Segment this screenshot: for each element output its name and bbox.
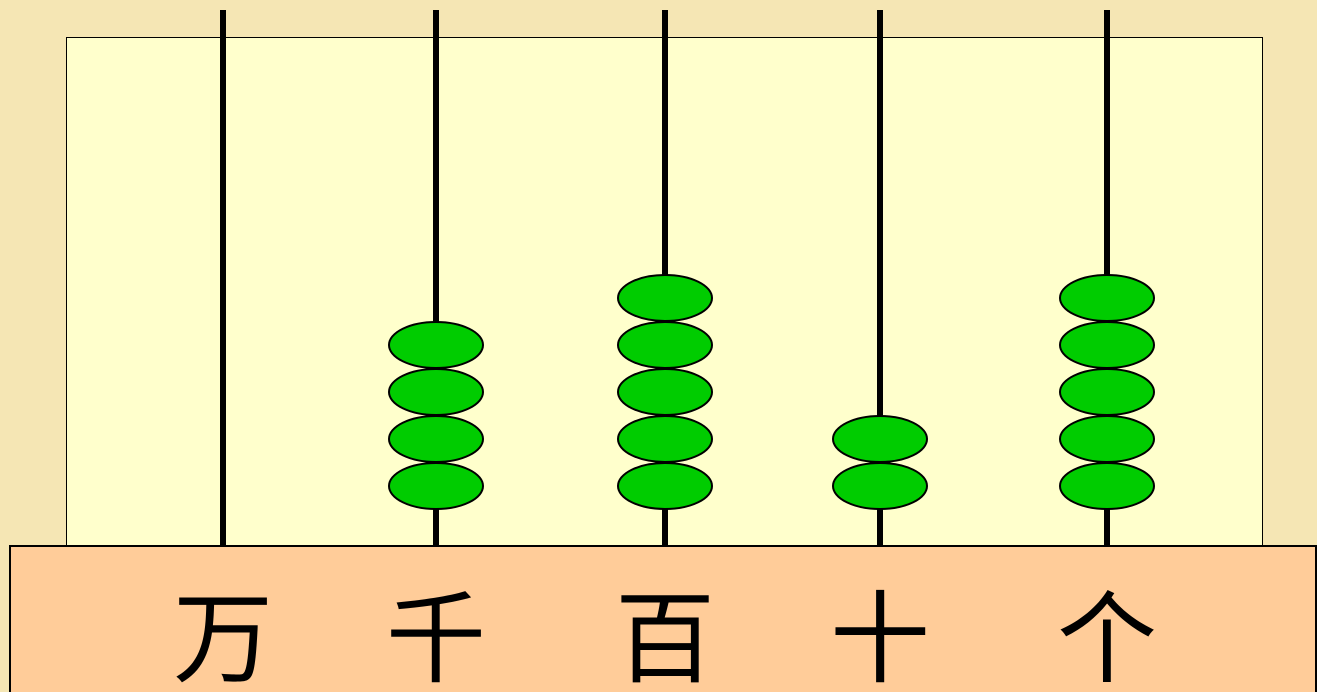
bead-shi [832,415,928,463]
bead-bai [617,415,713,463]
place-label-shi: 十 [830,581,930,692]
place-label-qian: 千 [386,581,486,692]
bead-ge [1059,321,1155,369]
bead-qian [388,462,484,510]
bead-bai [617,368,713,416]
bead-qian [388,368,484,416]
bead-shi [832,462,928,510]
bead-qian [388,415,484,463]
bead-ge [1059,415,1155,463]
bead-bai [617,321,713,369]
place-label-wan: 万 [173,581,273,692]
bead-bai [617,462,713,510]
bead-ge [1059,462,1155,510]
abacus-base [9,545,1317,692]
place-label-ge: 个 [1057,581,1157,692]
place-label-bai: 百 [615,581,715,692]
bead-ge [1059,368,1155,416]
bead-qian [388,321,484,369]
bead-ge [1059,274,1155,322]
bead-bai [617,274,713,322]
